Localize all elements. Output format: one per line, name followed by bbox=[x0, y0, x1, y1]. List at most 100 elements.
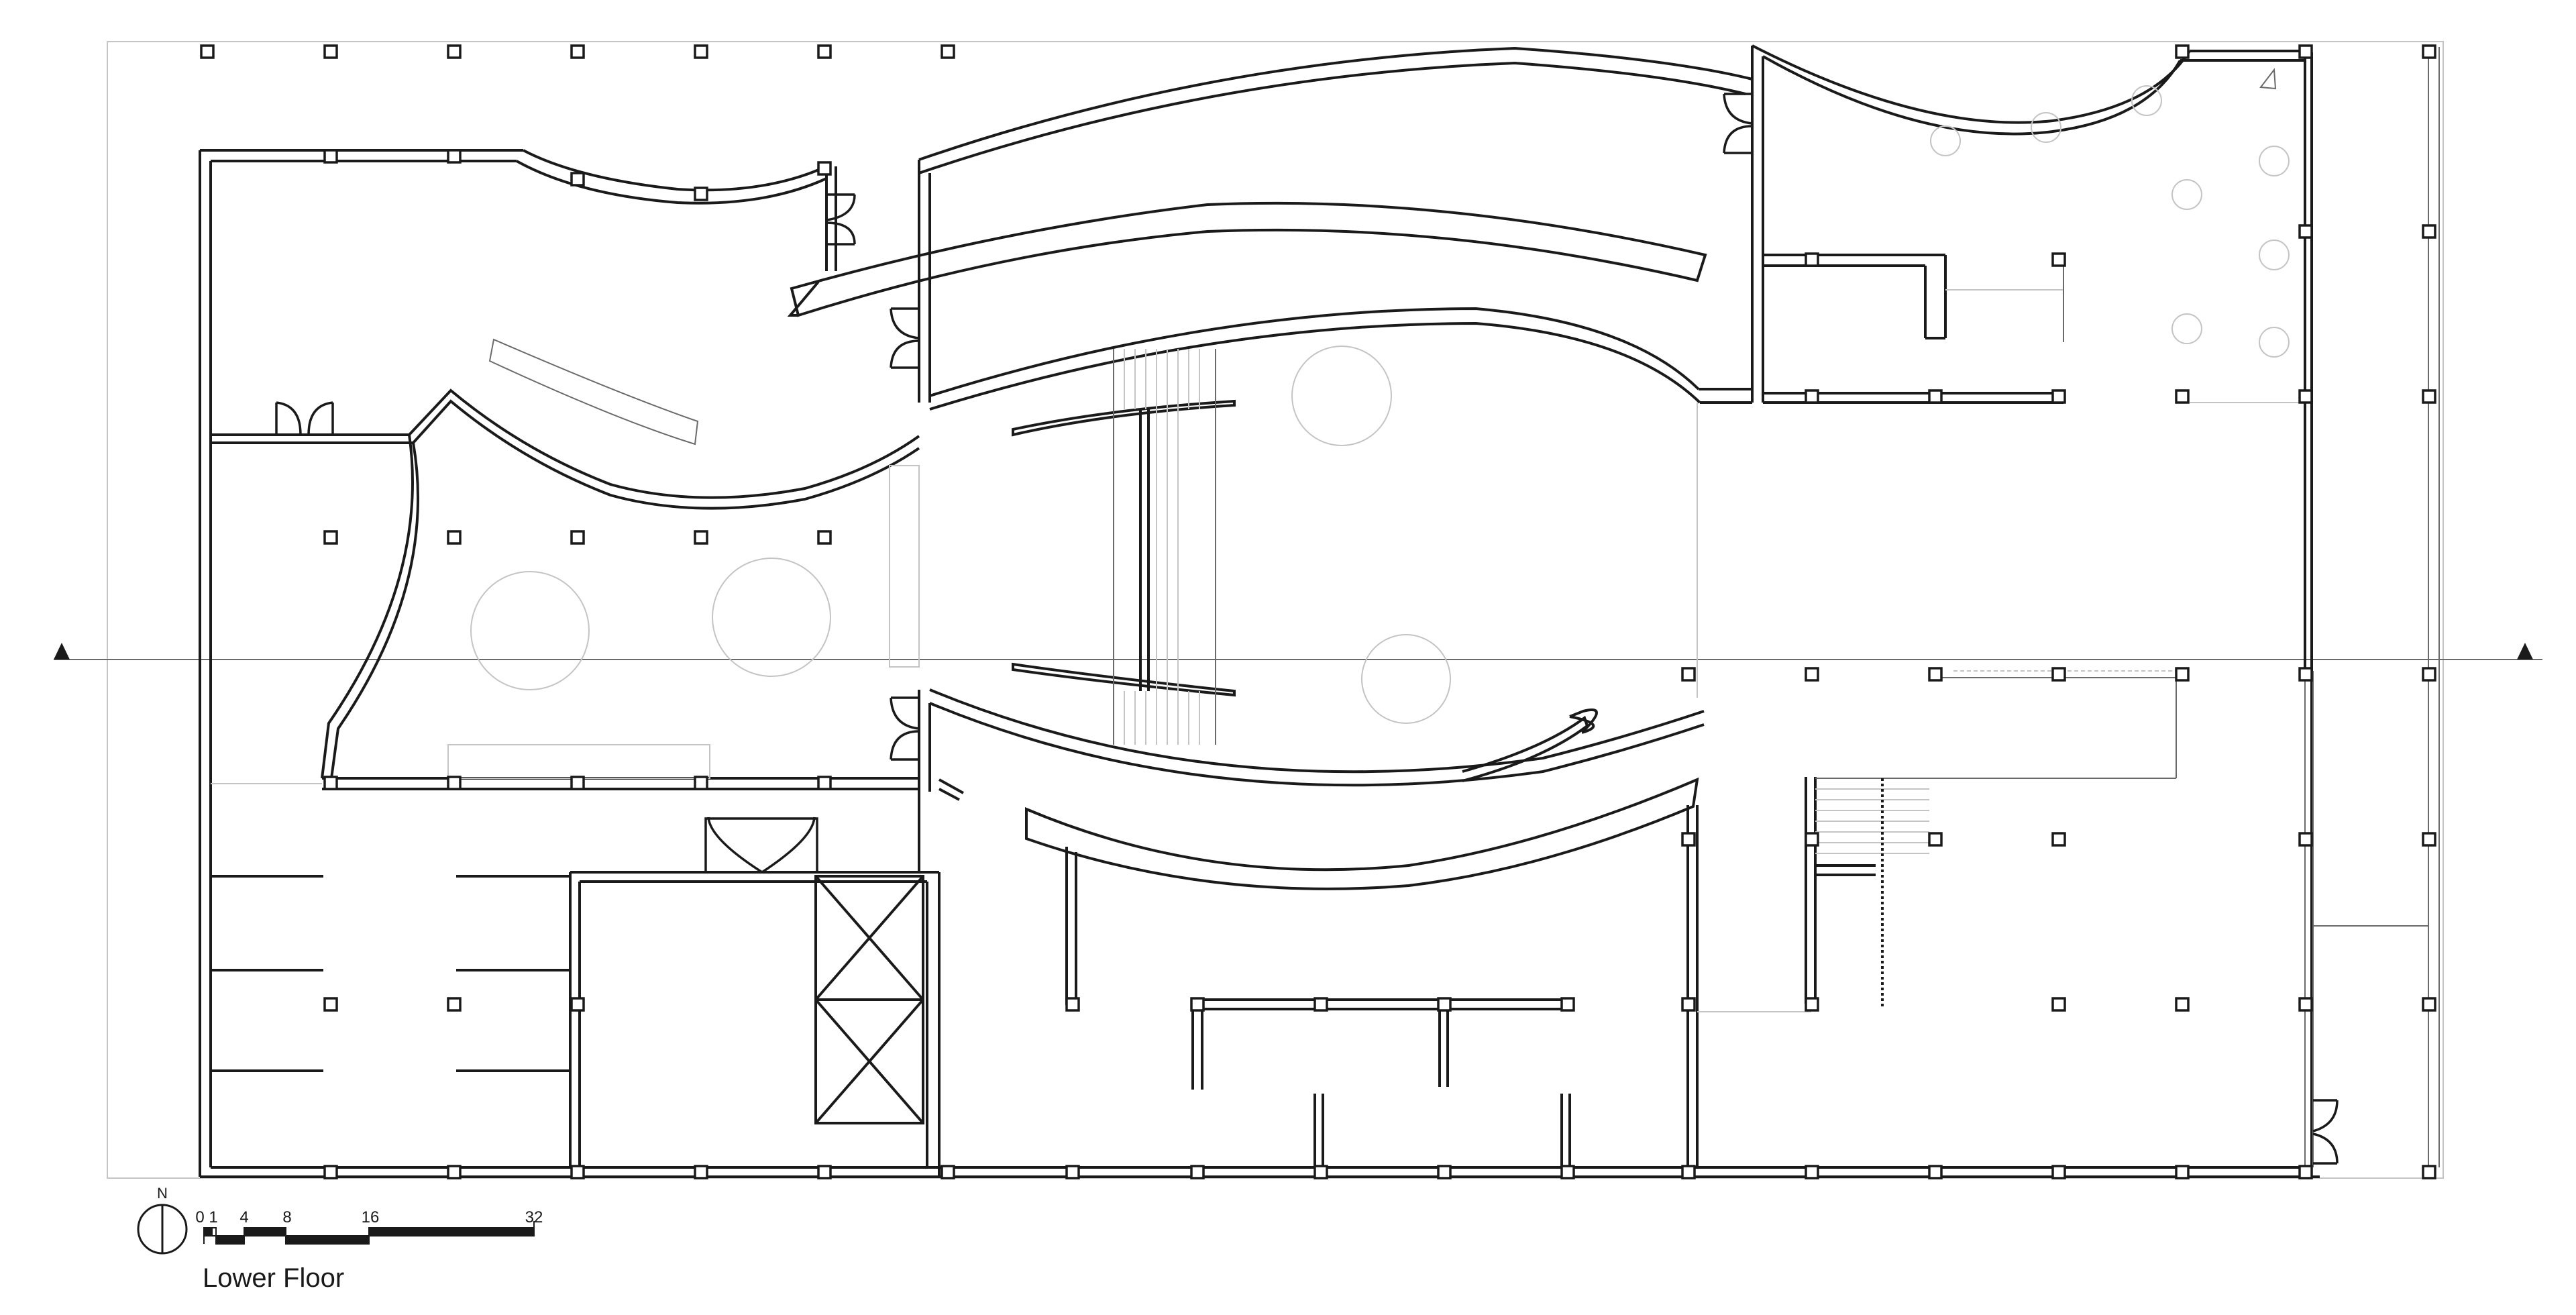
column bbox=[2051, 252, 2066, 267]
column bbox=[1681, 997, 1696, 1012]
column bbox=[2175, 997, 2190, 1012]
column bbox=[570, 1165, 585, 1179]
doors bbox=[275, 93, 2339, 1165]
column bbox=[1190, 1165, 1205, 1179]
north-east-room bbox=[1751, 44, 2305, 404]
column bbox=[1065, 997, 1080, 1012]
column bbox=[447, 149, 462, 164]
column bbox=[1437, 1165, 1452, 1179]
column bbox=[1313, 997, 1328, 1012]
planter-patterns bbox=[470, 346, 1451, 724]
column bbox=[2422, 224, 2436, 239]
east-edge-lines bbox=[2304, 47, 2440, 1167]
door-north-east bbox=[1723, 93, 1753, 154]
column bbox=[1560, 1165, 1575, 1179]
column bbox=[2422, 389, 2436, 404]
column bbox=[694, 530, 708, 545]
column bbox=[323, 44, 338, 59]
column bbox=[2175, 389, 2190, 404]
south-west-rooms bbox=[211, 744, 941, 1177]
door-north-gallery bbox=[826, 193, 856, 246]
column bbox=[1805, 997, 1819, 1012]
column bbox=[1805, 832, 1819, 847]
west-wing-curved-wall bbox=[211, 338, 920, 779]
column bbox=[1560, 997, 1575, 1012]
central-gallery-walls bbox=[787, 46, 1753, 890]
column bbox=[2051, 997, 2066, 1012]
column bbox=[694, 44, 708, 59]
column bbox=[2298, 832, 2313, 847]
column bbox=[1928, 1165, 1943, 1179]
column bbox=[817, 530, 832, 545]
column bbox=[2051, 1165, 2066, 1179]
column bbox=[1437, 997, 1452, 1012]
elevator-shafts bbox=[814, 875, 924, 1124]
column bbox=[447, 44, 462, 59]
scale-tick-4: 4 bbox=[239, 1208, 248, 1226]
column bbox=[1313, 1165, 1328, 1179]
door-central-upper bbox=[890, 307, 920, 369]
column bbox=[1190, 997, 1205, 1012]
column bbox=[694, 776, 708, 790]
column bbox=[941, 1165, 955, 1179]
column bbox=[447, 776, 462, 790]
north-east-furniture bbox=[1930, 85, 2290, 358]
column bbox=[2298, 667, 2313, 682]
drawing-caption: Lower Floor bbox=[203, 1263, 344, 1293]
column bbox=[2298, 997, 2313, 1012]
column bbox=[1805, 252, 1819, 267]
central-stair bbox=[889, 349, 1216, 745]
column bbox=[694, 187, 708, 201]
column bbox=[1805, 667, 1819, 682]
north-arrow: N bbox=[137, 1185, 188, 1255]
column bbox=[2422, 832, 2436, 847]
column bbox=[570, 530, 585, 545]
east-stair bbox=[1805, 670, 2190, 1006]
door-east bbox=[2312, 1099, 2339, 1165]
column bbox=[570, 997, 585, 1012]
scale-bar: 0 1 4 8 16 32 bbox=[195, 1208, 543, 1245]
door-south-west bbox=[704, 817, 818, 874]
section-marker-right bbox=[2517, 643, 2533, 660]
column bbox=[323, 149, 338, 164]
north-west-curved-wall bbox=[516, 149, 837, 271]
column bbox=[2175, 667, 2190, 682]
scale-tick-32: 32 bbox=[525, 1208, 543, 1226]
column bbox=[694, 1165, 708, 1179]
north-label: N bbox=[157, 1185, 168, 1202]
column bbox=[2051, 832, 2066, 847]
section-marker-left bbox=[54, 643, 70, 660]
column bbox=[570, 44, 585, 59]
column bbox=[2422, 997, 2436, 1012]
column bbox=[1681, 667, 1696, 682]
column bbox=[323, 1165, 338, 1179]
column bbox=[1928, 832, 1943, 847]
column bbox=[1805, 1165, 1819, 1179]
column bbox=[1681, 832, 1696, 847]
column bbox=[2298, 389, 2313, 404]
column bbox=[2422, 667, 2436, 682]
column bbox=[323, 997, 338, 1012]
column bbox=[2298, 44, 2313, 59]
column bbox=[570, 776, 585, 790]
column bbox=[817, 776, 832, 790]
column bbox=[817, 1165, 832, 1179]
column bbox=[1928, 389, 1943, 404]
scale-tick-8: 8 bbox=[282, 1208, 291, 1226]
column bbox=[447, 1165, 462, 1179]
scale-tick-1: 1 bbox=[209, 1208, 217, 1226]
column bbox=[2175, 1165, 2190, 1179]
column bbox=[2051, 667, 2066, 682]
column bbox=[817, 161, 832, 176]
door-west-wing bbox=[275, 401, 334, 435]
column bbox=[1928, 667, 1943, 682]
column bbox=[2051, 389, 2066, 404]
column bbox=[323, 530, 338, 545]
column bbox=[323, 776, 338, 790]
column bbox=[447, 530, 462, 545]
column bbox=[200, 44, 215, 59]
structural-columns bbox=[200, 44, 2436, 1179]
column bbox=[2422, 44, 2436, 59]
column bbox=[2298, 224, 2313, 239]
